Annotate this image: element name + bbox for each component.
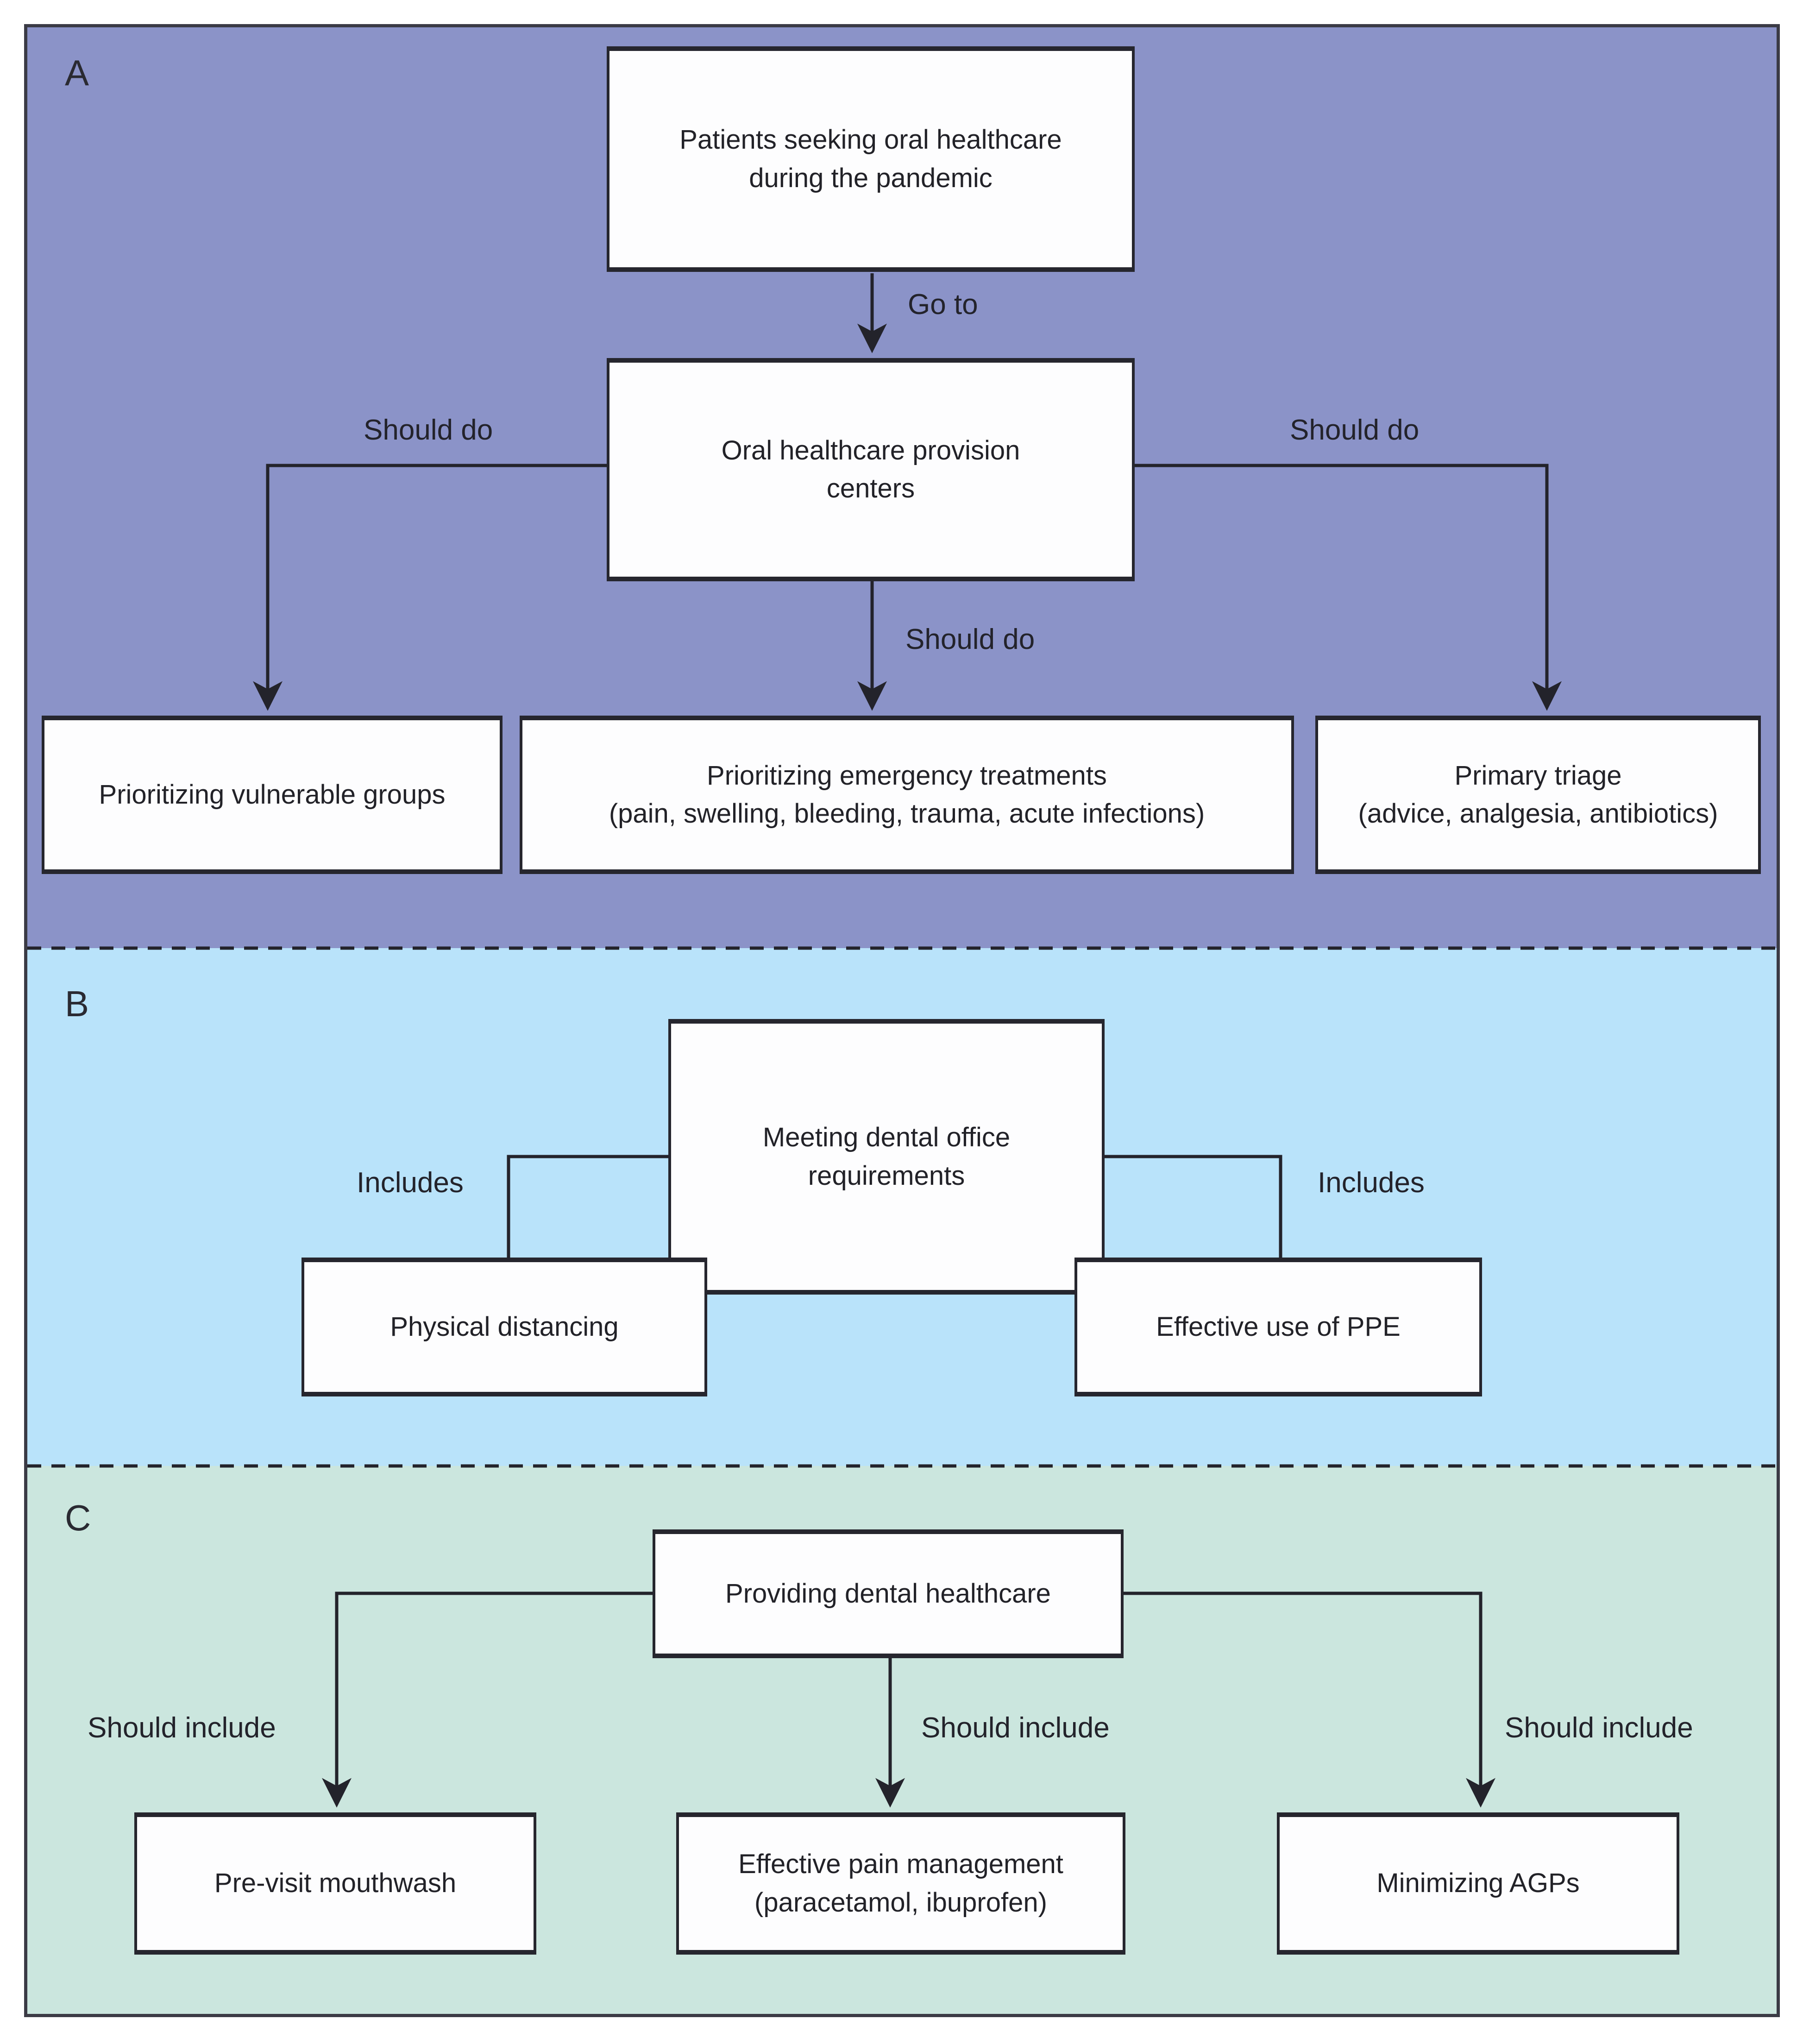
node-primary-triage: Primary triage (advice, analgesia, antib… xyxy=(1315,716,1761,874)
node-text: Minimizing AGPs xyxy=(1376,1868,1580,1899)
node-text: Prioritizing emergency treatments xyxy=(707,760,1107,791)
node-text: (pain, swelling, bleeding, trauma, acute… xyxy=(609,799,1205,829)
edge-label-includes-left: Includes xyxy=(357,1167,464,1199)
edge-label-should-include-left: Should include xyxy=(88,1712,276,1744)
edge-label-should-do-right: Should do xyxy=(1290,414,1420,446)
node-text: Primary triage xyxy=(1454,760,1622,791)
node-providing-healthcare: Providing dental healthcare xyxy=(653,1529,1124,1658)
node-previsit-mouthwash: Pre-visit mouthwash xyxy=(134,1812,536,1955)
node-text: Providing dental healthcare xyxy=(725,1578,1051,1609)
edge-label-should-do-center: Should do xyxy=(905,623,1035,655)
node-provision-centers: Oral healthcare provision centers xyxy=(607,358,1135,581)
node-patients-seeking-care: Patients seeking oral healthcare during … xyxy=(607,46,1135,272)
panel-letter-b: B xyxy=(65,983,89,1024)
edge-label-should-include-center: Should include xyxy=(921,1712,1110,1744)
node-text: during the pandemic xyxy=(749,163,993,193)
node-effective-ppe: Effective use of PPE xyxy=(1074,1258,1482,1396)
node-minimizing-agps: Minimizing AGPs xyxy=(1277,1812,1679,1955)
edge-label-go-to: Go to xyxy=(908,289,978,321)
edge-label-should-do-left: Should do xyxy=(364,414,493,446)
node-text: requirements xyxy=(808,1160,965,1191)
node-text: Meeting dental office xyxy=(762,1122,1011,1153)
node-text: Pre-visit mouthwash xyxy=(214,1868,457,1899)
node-text: Physical distancing xyxy=(390,1311,619,1342)
node-text: Effective pain management xyxy=(738,1849,1063,1880)
panel-letter-c: C xyxy=(65,1497,91,1538)
node-emergency-treatments: Prioritizing emergency treatments (pain,… xyxy=(520,716,1294,874)
edge-label-includes-right: Includes xyxy=(1318,1167,1425,1199)
node-text: Effective use of PPE xyxy=(1156,1311,1401,1342)
node-text: Oral healthcare provision xyxy=(721,435,1020,465)
node-text: (paracetamol, ibuprofen) xyxy=(754,1887,1047,1918)
node-office-requirements: Meeting dental office requirements xyxy=(668,1019,1105,1295)
edge-label-should-include-right: Should include xyxy=(1505,1712,1693,1744)
node-physical-distancing: Physical distancing xyxy=(302,1258,707,1396)
node-vulnerable-groups: Prioritizing vulnerable groups xyxy=(42,716,503,874)
panel-letter-a: A xyxy=(65,52,89,93)
node-text: (advice, analgesia, antibiotics) xyxy=(1358,799,1718,829)
node-pain-management: Effective pain management (paracetamol, … xyxy=(676,1812,1125,1955)
node-text: Patients seeking oral healthcare xyxy=(679,125,1062,155)
node-text: centers xyxy=(826,473,915,503)
node-text: Prioritizing vulnerable groups xyxy=(99,779,446,810)
